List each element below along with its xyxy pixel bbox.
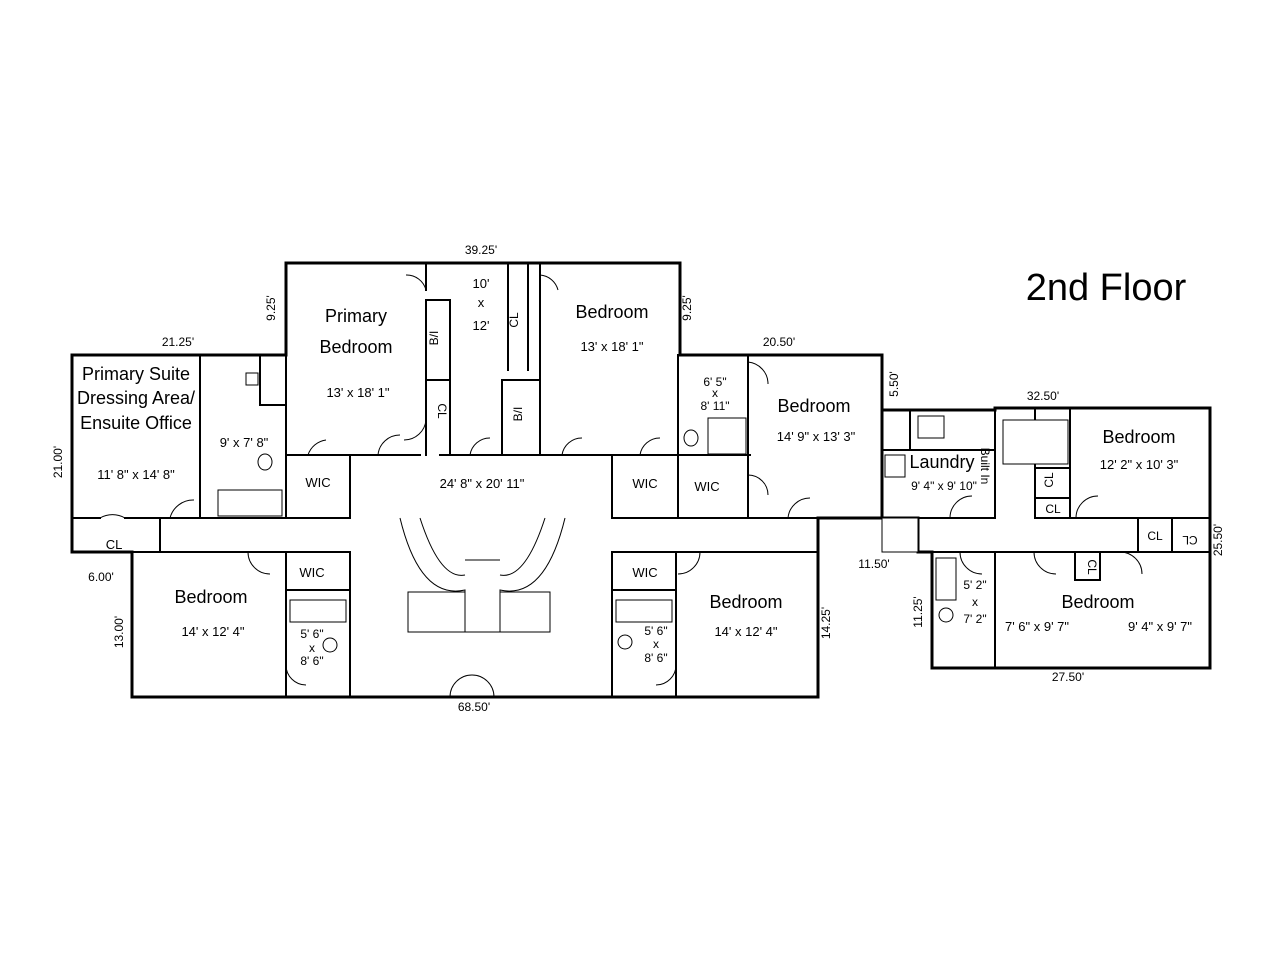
bathtub xyxy=(289,599,347,623)
primary-bath-dims: 9' x 7' 8" xyxy=(220,435,269,450)
bedroom-top-dims: 13' x 18' 1" xyxy=(580,339,643,354)
bedroom-far-right-label: Bedroom xyxy=(1102,427,1175,447)
staircase-main xyxy=(399,517,566,633)
dim-left-wing: 9.25' xyxy=(264,295,278,321)
bath-bottom-right-dims-3: 7' 2" xyxy=(963,612,986,626)
interior-walls xyxy=(71,262,1211,698)
dim-right-wing: 9.25' xyxy=(680,295,694,321)
bathtub xyxy=(615,599,673,623)
wic-label: WIC xyxy=(694,479,719,494)
primary-suite-dims: 11' 8" x 14' 8" xyxy=(97,467,175,482)
room-labels: Primary Suite Dressing Area/ Ensuite Off… xyxy=(77,276,1192,668)
bath-bottom-left-dims-3: 8' 6" xyxy=(300,654,323,668)
bath-bottom-center-dims-2: x xyxy=(653,637,659,651)
toilet xyxy=(938,607,954,623)
dim-connector: 11.50' xyxy=(858,557,889,571)
bedroom-top-label: Bedroom xyxy=(575,302,648,322)
central-closet-dims-1: 10' xyxy=(473,276,490,291)
dim-bottom-right: 27.50' xyxy=(1052,670,1084,684)
primary-bedroom-label-2: Bedroom xyxy=(319,337,392,357)
bath-top-right-dims-3: 8' 11" xyxy=(700,399,729,413)
bath-bottom-right-dims-1: 5' 2" xyxy=(963,578,986,592)
bi-label: B/I xyxy=(511,407,525,422)
bedroom-mid-right-dims: 14' 9" x 13' 3" xyxy=(777,429,856,444)
cl-label: CL xyxy=(507,312,521,328)
primary-suite-label-3: Ensuite Office xyxy=(80,413,192,433)
dim-top-mid-right: 20.50' xyxy=(763,335,795,349)
toilet xyxy=(257,453,273,471)
bedroom-bottom-center-dims: 14' x 12' 4" xyxy=(714,624,777,639)
toilet xyxy=(617,634,633,650)
bath-bottom-center-dims-1: 5' 6" xyxy=(644,624,667,638)
fixtures xyxy=(217,372,957,653)
bedroom-bottom-right-dims-right: 9' 4" x 9' 7" xyxy=(1128,619,1192,634)
wic-label: WIC xyxy=(299,565,324,580)
sink xyxy=(245,372,259,386)
dim-top-center: 39.25' xyxy=(465,243,497,257)
bedroom-bottom-left-label: Bedroom xyxy=(174,587,247,607)
primary-suite-label-2: Dressing Area/ xyxy=(77,388,195,408)
floor-title: 2nd Floor xyxy=(1026,267,1187,309)
central-closet-dims-3: 12' xyxy=(473,318,490,333)
toilet xyxy=(683,429,699,447)
primary-suite-label-1: Primary Suite xyxy=(82,364,190,384)
primary-bedroom-dims: 13' x 18' 1" xyxy=(326,385,389,400)
cl-label: CL xyxy=(1182,533,1198,547)
bedroom-far-right-dims: 12' 2" x 10' 3" xyxy=(1100,457,1179,472)
bedroom-bottom-right-label: Bedroom xyxy=(1061,592,1134,612)
bathtub xyxy=(217,489,283,517)
doors xyxy=(99,274,1143,698)
staircase-right xyxy=(881,419,1069,553)
bedroom-bottom-left-dims: 14' x 12' 4" xyxy=(181,624,244,639)
dim-top-left: 21.25' xyxy=(162,335,194,349)
dim-step-right: 5.50' xyxy=(887,371,901,397)
bi-label: B/I xyxy=(427,331,441,346)
dim-left-side: 21.00' xyxy=(51,446,65,478)
cl-label: CL xyxy=(106,537,123,552)
cl-label: CL xyxy=(1085,559,1099,575)
cl-label: CL xyxy=(435,403,449,419)
laundry-label: Laundry xyxy=(909,452,974,472)
wic-label: WIC xyxy=(632,476,657,491)
exterior-dimensions: 39.25' 21.25' 9.25' 9.25' 20.50' 5.50' 3… xyxy=(51,243,1225,714)
main-outline xyxy=(70,261,884,699)
hall-dims: 24' 8" x 20' 11" xyxy=(440,476,525,491)
laundry-dims: 9' 4" x 9' 10" xyxy=(911,479,977,493)
dim-bottom-center: 68.50' xyxy=(458,700,490,714)
bath-top-right-dims-1: 6' 5" xyxy=(703,375,726,389)
bath-top-right-dims-2: x xyxy=(712,386,718,400)
cl-label: CL xyxy=(1147,529,1163,543)
dim-right-wing-lower: 11.25' xyxy=(911,596,925,627)
built-in-label: Built In xyxy=(978,448,992,485)
bath-bottom-right-dims-2: x xyxy=(972,595,978,609)
shower xyxy=(707,417,747,455)
central-closet-dims-2: x xyxy=(478,295,485,310)
bath-bottom-left-dims-1: 5' 6" xyxy=(300,627,323,641)
wic-label: WIC xyxy=(632,565,657,580)
bathtub xyxy=(935,557,957,601)
bath-bottom-center-dims-3: 8' 6" xyxy=(644,651,667,665)
bedroom-bottom-right-dims-left: 7' 6" x 9' 7" xyxy=(1005,619,1069,634)
bath-bottom-left-dims-2: x xyxy=(309,641,315,655)
dim-left-bottom: 6.00' xyxy=(88,570,114,584)
cl-label: CL xyxy=(1042,472,1056,488)
wic-label: WIC xyxy=(305,475,330,490)
closet-labels: WIC WIC WIC WIC WIC CL CL CL CL CL CL CL… xyxy=(106,312,1198,580)
dim-right-lower: 14.25' xyxy=(819,607,833,639)
primary-bedroom-label-1: Primary xyxy=(325,306,387,326)
dim-top-far-right: 32.50' xyxy=(1027,389,1059,403)
cl-label: CL xyxy=(1045,502,1061,516)
bedroom-mid-right-label: Bedroom xyxy=(777,396,850,416)
bedroom-bottom-center-label: Bedroom xyxy=(709,592,782,612)
dryer xyxy=(884,454,906,478)
dim-far-right-side: 25.50' xyxy=(1211,524,1225,556)
toilet xyxy=(322,637,338,653)
washer xyxy=(917,415,945,439)
dim-left-lower: 13.00' xyxy=(112,616,126,648)
